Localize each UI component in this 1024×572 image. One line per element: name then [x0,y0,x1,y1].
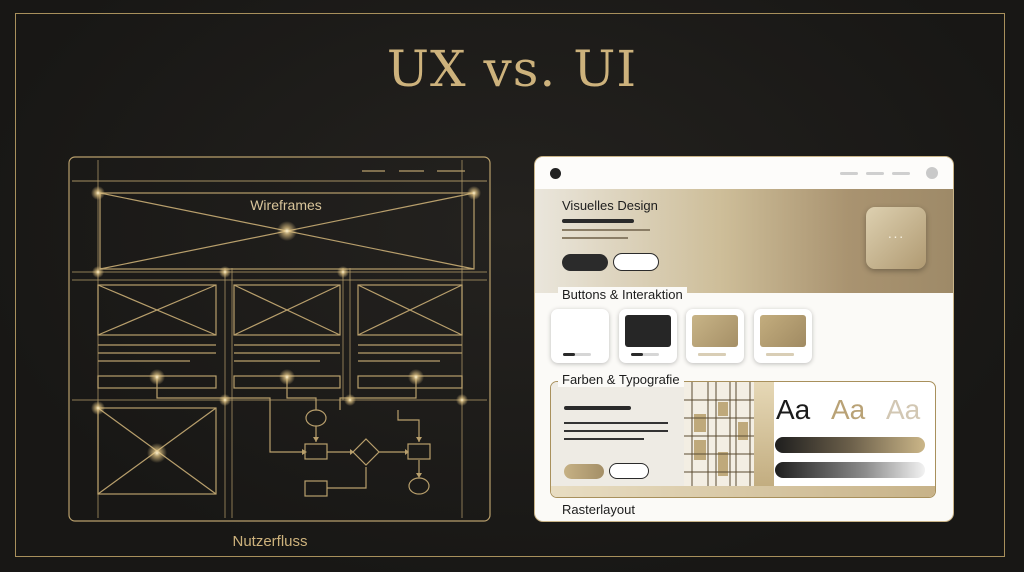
outer-frame [15,13,1005,557]
type-sample-light: Aa [886,394,921,425]
ui-mockup-card: Visuelles Design ··· Buttons & Interakti… [535,157,953,521]
gradient-swatch-gray [775,462,925,478]
nav-item-line [866,172,884,175]
logo-dot-icon [550,168,561,179]
user-flow-label: Nutzerfluss [232,533,308,550]
type-sample-dark: Aa [776,394,811,425]
gradient-swatch-gold [775,437,925,453]
grid-section-label: Rasterlayout [558,502,639,517]
hero-secondary-button [613,253,659,271]
gold-pill-button [564,464,604,479]
colors-section-label: Farben & Typografie [558,372,684,387]
button-sample-dark [619,309,677,363]
app-tile-icon: ··· [866,207,926,269]
buttons-section-label: Buttons & Interaktion [558,287,687,302]
raster-grid-sample [684,382,754,496]
hero-text-bar [562,219,634,223]
hero-section: Visuelles Design ··· [535,189,953,293]
hero-primary-button [562,254,608,271]
outline-pill-button [609,463,649,479]
button-sample-bronze [754,309,812,363]
wireframes-label: Wireframes [250,197,322,213]
page-title: UX vs. UI [386,40,638,98]
button-sample-white [551,309,609,363]
nav-item-line [892,172,910,175]
gold-color-strip [754,382,774,496]
avatar [926,167,938,179]
button-sample-gold [686,309,744,363]
hero-title: Visuelles Design [562,198,658,213]
wireframe-panel [68,156,491,522]
type-sample-gold: Aa [831,394,866,425]
hero-text-line [562,237,628,239]
colors-typography-panel: Aa Aa Aa [550,381,936,498]
text-block-sample [551,382,684,496]
mockup-topbar [535,157,953,189]
nav-item-line [840,172,858,175]
panel-bottom-strip [551,486,935,497]
hero-text-line [562,229,650,231]
